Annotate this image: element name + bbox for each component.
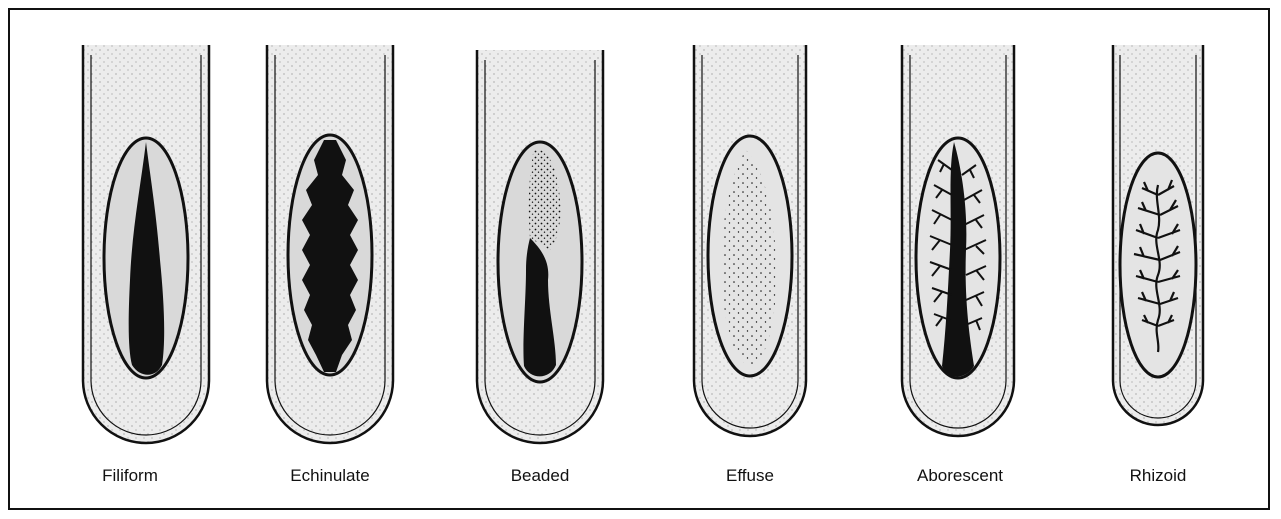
label-echinulate: Echinulate [250,466,410,486]
tube-rhizoid [1113,45,1203,425]
tube-effuse [694,45,806,436]
tube-aborescent [902,45,1014,436]
label-rhizoid: Rhizoid [1078,466,1238,486]
label-beaded: Beaded [460,466,620,486]
label-aborescent: Aborescent [880,466,1040,486]
label-filiform: Filiform [50,466,210,486]
tube-echinulate [267,45,393,443]
tube-filiform [83,45,209,443]
label-effuse: Effuse [670,466,830,486]
tube-beaded [477,50,603,443]
